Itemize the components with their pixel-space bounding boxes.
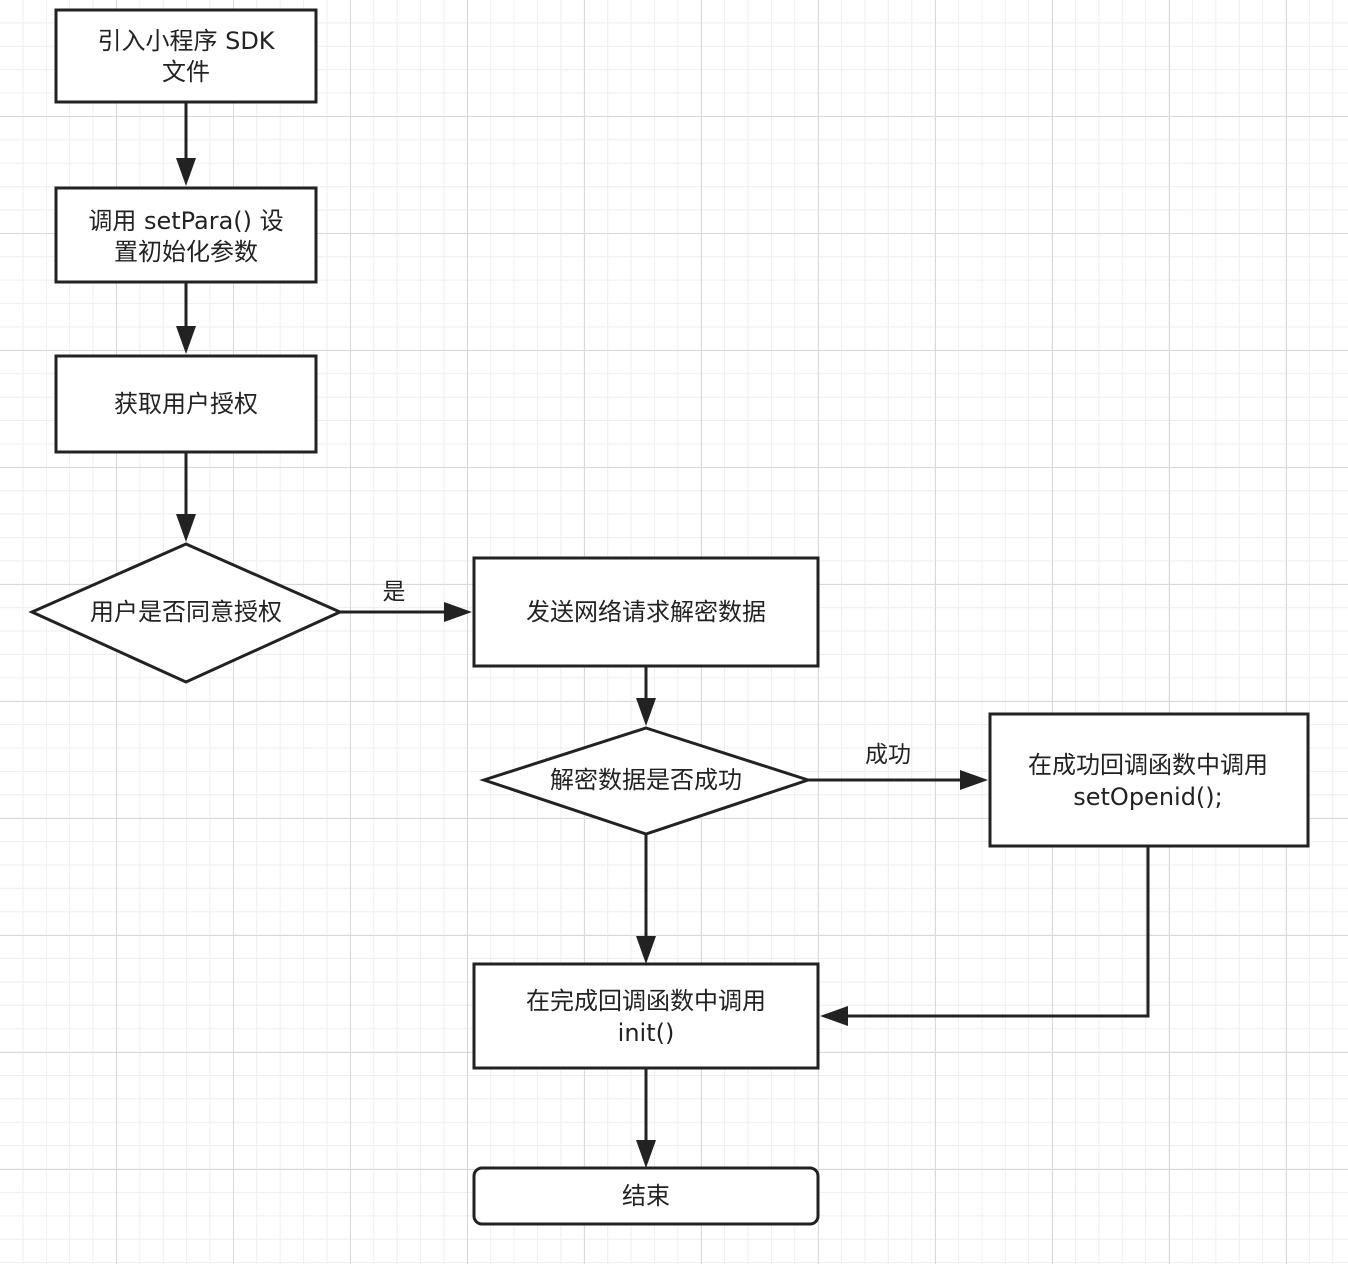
node-complete-callback-box bbox=[472, 962, 820, 1070]
node-send-request-label: 发送网络请求解密数据 bbox=[526, 598, 766, 626]
node-success-callback-line-1: 在成功回调函数中调用 bbox=[1028, 751, 1268, 779]
arrowhead-success-cb bbox=[960, 770, 988, 790]
decision-user-agree-shape bbox=[28, 542, 344, 684]
arrowhead-complete-from-success bbox=[820, 1006, 848, 1026]
arrowhead-request bbox=[444, 602, 472, 622]
node-complete-callback: 在完成回调函数中调用 init() bbox=[472, 962, 820, 1070]
node-complete-callback-line-1: 在完成回调函数中调用 bbox=[526, 987, 766, 1015]
node-import-sdk-line-2: 文件 bbox=[162, 58, 210, 86]
edge-label-success: 成功 bbox=[865, 742, 911, 768]
node-end-box bbox=[472, 1166, 820, 1226]
arrowhead-setpara bbox=[176, 158, 196, 186]
arrowhead-agree bbox=[176, 514, 196, 542]
node-get-auth-box bbox=[54, 354, 318, 454]
node-complete-callback-line-2: init() bbox=[618, 1019, 675, 1047]
node-set-para: 调用 setPara() 设 置初始化参数 bbox=[54, 186, 318, 284]
node-get-auth: 获取用户授权 bbox=[54, 354, 318, 454]
node-import-sdk: 引入小程序 SDK 文件 bbox=[54, 8, 318, 104]
node-send-request: 发送网络请求解密数据 bbox=[472, 556, 820, 668]
decision-decrypt-success-shape bbox=[479, 726, 813, 836]
arrowhead-decrypt bbox=[636, 698, 656, 726]
edge-label-yes: 是 bbox=[383, 579, 406, 605]
arrowhead-auth bbox=[176, 326, 196, 354]
edges bbox=[176, 102, 1150, 1168]
decision-user-agree: 用户是否同意授权 bbox=[28, 542, 344, 684]
node-end: 结束 bbox=[472, 1166, 820, 1226]
node-end-label: 结束 bbox=[622, 1182, 670, 1210]
node-success-callback: 在成功回调函数中调用 setOpenid(); bbox=[988, 712, 1310, 848]
node-import-sdk-box bbox=[54, 8, 318, 104]
edge-success-to-complete bbox=[830, 846, 1150, 1018]
arrowhead-end bbox=[636, 1140, 656, 1168]
arrowhead-complete-cb bbox=[636, 936, 656, 964]
node-set-para-line-1: 调用 setPara() 设 bbox=[88, 207, 283, 235]
decision-decrypt-success: 解密数据是否成功 bbox=[479, 726, 813, 836]
node-success-callback-box bbox=[988, 712, 1310, 848]
node-set-para-line-2: 置初始化参数 bbox=[114, 238, 258, 266]
node-send-request-box bbox=[472, 556, 820, 668]
node-success-callback-line-2: setOpenid(); bbox=[1073, 783, 1223, 811]
node-import-sdk-line-1: 引入小程序 SDK bbox=[97, 27, 275, 55]
node-get-auth-label: 获取用户授权 bbox=[114, 390, 258, 418]
decision-user-agree-label: 用户是否同意授权 bbox=[90, 598, 282, 626]
decision-decrypt-success-label: 解密数据是否成功 bbox=[550, 766, 742, 794]
node-set-para-box bbox=[54, 186, 318, 284]
